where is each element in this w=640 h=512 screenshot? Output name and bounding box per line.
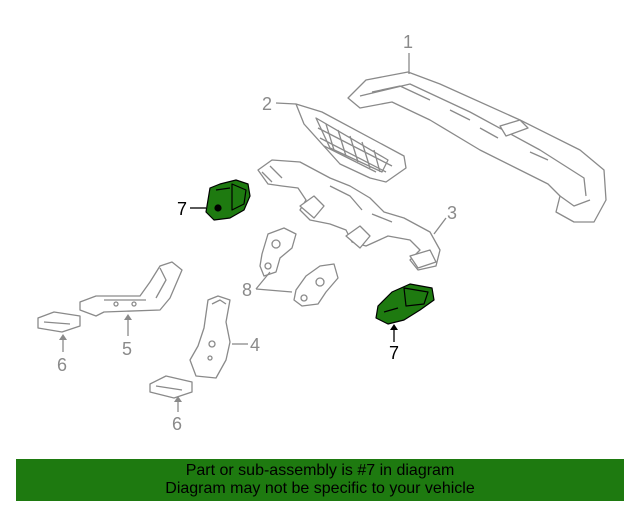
banner-line-2: Diagram may not be specific to your vehi… [165,480,475,497]
callout-7-left: 7 [177,199,188,219]
notice-banner: Part or sub-assembly is #7 in diagram Di… [16,459,624,501]
callout-8: 8 [242,280,253,300]
leader-6-lower-arrow [174,396,182,402]
callout-3: 3 [447,203,458,223]
leader-5-arrow [124,314,132,320]
callout-1: 1 [403,32,414,52]
leader-6-upper-arrow [59,334,67,340]
part-4-duct [189,295,231,379]
part-5-bracket [79,261,183,317]
callout-6-lower: 6 [172,414,183,434]
callout-4: 4 [250,335,261,355]
part-3-duct [257,159,441,271]
part-1-duct [347,71,607,223]
part-6-plate-upper [37,311,81,333]
part-6-plate-lower [149,375,193,399]
callout-2: 2 [262,94,273,114]
part-2-grille [295,103,407,183]
leader-8 [255,271,293,293]
banner-line-1: Part or sub-assembly is #7 in diagram [185,462,455,479]
leader-2 [275,102,297,105]
leader-3 [433,217,447,235]
callout-6-upper: 6 [57,355,68,375]
callout-5: 5 [122,339,133,359]
leader-7-right-arrow [390,324,398,330]
part-8-brackets [259,227,339,307]
part-7-vent-right [375,283,435,325]
part-7-vent-left [205,179,251,221]
callout-7-right: 7 [389,343,400,363]
